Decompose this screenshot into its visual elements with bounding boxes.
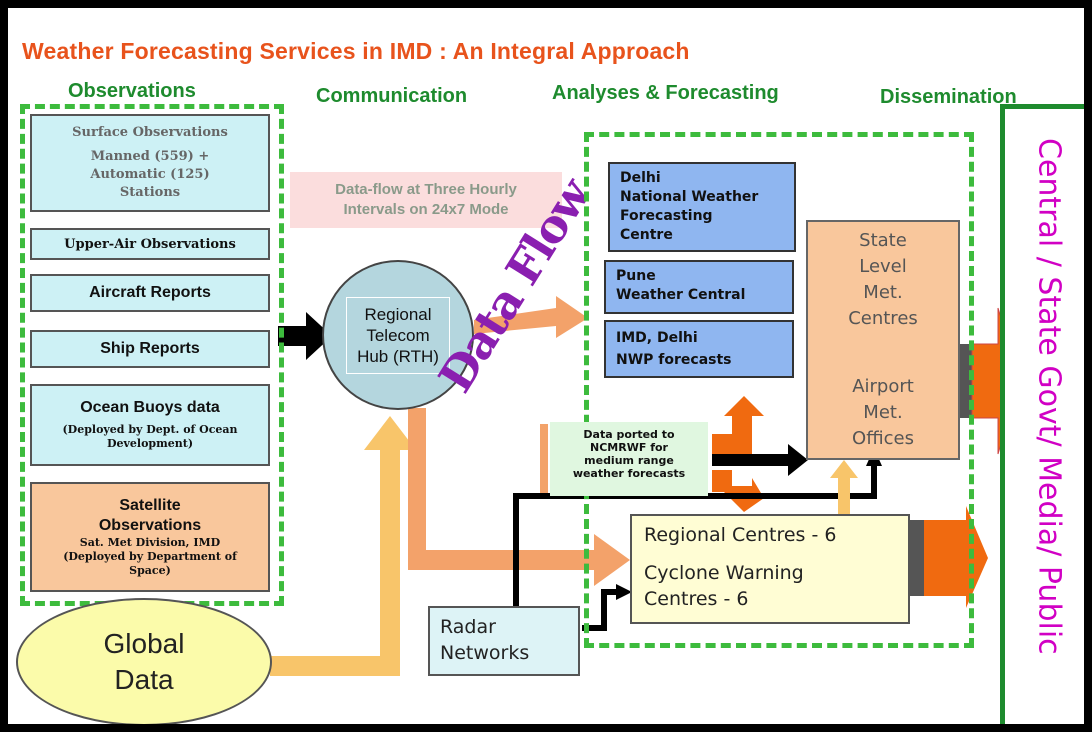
regional-line-3: Centres - 6 — [644, 588, 749, 610]
arrow-ship-to-rth — [278, 312, 332, 360]
arrow-regional-to-state — [830, 460, 858, 514]
satellite-line-4: (Deployed by Department of — [63, 550, 237, 563]
ncmrwf-line-2: NCMRWF for — [590, 441, 668, 454]
imd-line-1: IMD, Delhi — [616, 330, 698, 346]
ncmrwf-line-1: Data ported to — [583, 428, 675, 441]
column-heading-observations: Observations — [68, 80, 196, 102]
connector-radar-to-regional — [582, 589, 620, 631]
radar-line-1: Radar — [440, 616, 496, 638]
dissemination-panel — [1000, 104, 1084, 724]
delhi-line-2: National Weather — [620, 189, 759, 205]
state-line-7: Offices — [852, 428, 914, 449]
state-met-centres-box: State Level Met. Centres Airport Met. Of… — [806, 220, 960, 460]
page-title: Weather Forecasting Services in IMD : An… — [22, 38, 690, 64]
satellite-line-5: Space) — [129, 564, 171, 577]
radar-networks-box: Radar Networks — [428, 606, 580, 676]
radar-line-2: Networks — [440, 642, 530, 664]
ncmrwf-note: Data ported to NCMRWF for medium range w… — [550, 422, 708, 496]
aircraft-reports-box: Aircraft Reports — [30, 274, 270, 312]
arrow-head-to-regional — [616, 584, 632, 600]
analyses-group — [584, 132, 974, 648]
delhi-line-1: Delhi — [620, 170, 661, 186]
upper-air-box: Upper-Air Observations — [30, 228, 270, 260]
surface-observations-line-2: Automatic (125) — [90, 167, 210, 182]
pune-line-1: Pune — [616, 268, 656, 284]
column-heading-analyses: Analyses & Forecasting — [552, 82, 779, 104]
delhi-nwfc-box: Delhi National Weather Forecasting Centr… — [608, 162, 796, 252]
state-line-5: Airport — [852, 376, 914, 397]
ocean-buoys-line-1: (Deployed by Dept. of Ocean — [62, 423, 238, 436]
flow-arrows — [270, 296, 1021, 676]
regional-output-stripes — [910, 520, 924, 596]
delhi-line-3: Forecasting — [620, 208, 713, 224]
upper-air-label: Upper-Air Observations — [64, 236, 236, 252]
satellite-line-3: Sat. Met Division, IMD — [79, 536, 221, 549]
satellite-title-line-1: Satellite — [119, 497, 181, 514]
ocean-buoys-line-2: Development) — [106, 437, 194, 450]
dataflow-note-line-2: Intervals on 24x7 Mode — [343, 201, 509, 218]
aircraft-reports-label: Aircraft Reports — [89, 284, 211, 301]
ncmrwf-connector — [540, 424, 548, 498]
dataflow-note-line-1: Data-flow at Three Hourly — [335, 181, 517, 198]
state-line-2: Level — [859, 256, 907, 277]
arrow-ncmrwf-to-state — [712, 444, 808, 476]
column-heading-communication: Communication — [316, 85, 468, 107]
rth-line-2: Telecom — [366, 325, 430, 345]
pune-box: Pune Weather Central — [604, 260, 794, 314]
ncmrwf-line-3: medium range — [584, 454, 674, 467]
pune-line-2: Weather Central — [616, 287, 746, 303]
global-data-line-1: Global — [103, 628, 185, 659]
surface-observations-line-3: Stations — [119, 185, 181, 200]
arrow-global-to-rth — [270, 416, 416, 676]
regional-line-1: Regional Centres - 6 — [644, 524, 837, 546]
state-line-4: Centres — [848, 308, 918, 329]
surface-observations-title: Surface Observations — [72, 125, 228, 140]
ocean-buoys-title: Ocean Buoys data — [80, 399, 220, 416]
state-line-1: State — [859, 230, 907, 251]
ncmrwf-line-4: weather forecasts — [572, 467, 686, 480]
state-line-3: Met. — [863, 282, 903, 303]
state-line-6: Met. — [863, 402, 903, 423]
satellite-observations-box: Satellite Observations Sat. Met Division… — [30, 482, 270, 592]
column-heading-dissemination: Dissemination — [880, 86, 1017, 108]
imd-nwp-box: IMD, Delhi NWP forecasts — [604, 320, 794, 378]
rth-line-3: Hub (RTH) — [357, 346, 439, 366]
rth-line-1: Regional — [364, 304, 432, 324]
regional-centres-box: Regional Centres - 6 Cyclone Warning Cen… — [630, 514, 910, 624]
ship-reports-label: Ship Reports — [100, 340, 200, 357]
arrow-rth-to-centres — [474, 296, 588, 338]
delhi-line-4: Centre — [620, 227, 673, 243]
surface-observations-box: Surface Observations Manned (559) + Auto… — [30, 114, 270, 212]
surface-observations-line-1: Manned (559) + — [90, 149, 210, 164]
satellite-title-line-2: Observations — [98, 517, 202, 534]
arrow-ncmrwf-up — [712, 396, 764, 454]
global-data-ellipse: Global Data — [16, 598, 272, 724]
arrow-ncmrwf-down — [712, 470, 764, 512]
rth-circle: Regional Telecom Hub (RTH) — [322, 260, 474, 410]
global-data-line-2: Data — [114, 664, 174, 695]
dissemination-text: Central / State Govt/ Media/ Public — [1031, 138, 1067, 655]
dataflow-note: Data-flow at Three Hourly Intervals on 2… — [290, 172, 562, 228]
ship-reports-box: Ship Reports — [30, 330, 270, 368]
regional-line-2: Cyclone Warning — [644, 562, 804, 584]
ocean-buoys-box: Ocean Buoys data (Deployed by Dept. of O… — [30, 384, 270, 466]
connector-radar-to-state — [513, 464, 877, 608]
imd-line-2: NWP forecasts — [616, 352, 732, 368]
